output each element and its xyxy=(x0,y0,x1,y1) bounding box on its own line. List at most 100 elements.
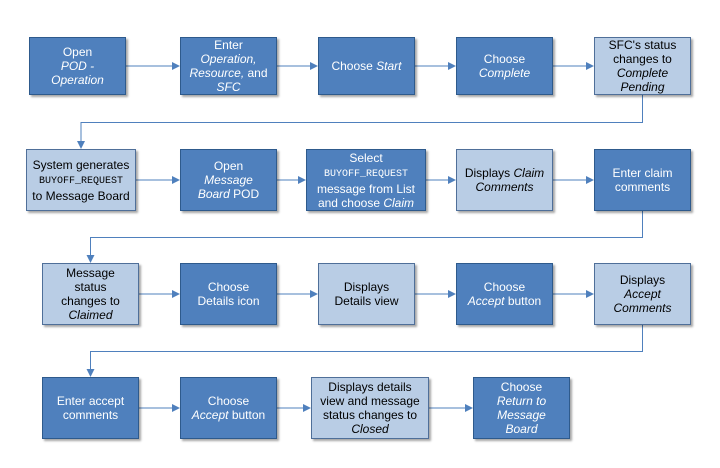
step-text-fragment: Board xyxy=(197,187,230,201)
step-text-fragment: view and message xyxy=(320,394,420,408)
step-text-fragment: Message xyxy=(497,408,546,422)
step-text-fragment: POD xyxy=(229,187,260,201)
step-text-fragment: Closed xyxy=(351,422,389,436)
step-text-fragment: Board xyxy=(505,422,538,436)
step-text-fragment: Start xyxy=(376,59,402,73)
step-choose-start: Choose Start xyxy=(318,37,415,95)
step-text-fragment: button xyxy=(228,408,266,422)
step-text-fragment: and choose xyxy=(317,195,384,210)
step-text-fragment: Displays details xyxy=(328,380,412,394)
step-text-fragment: Open xyxy=(62,45,93,59)
step-text-fragment: to Message Board xyxy=(32,188,130,203)
step-text-fragment: Choose xyxy=(483,280,526,294)
step-text-fragment: Return to xyxy=(496,394,547,408)
step-text-fragment: Message xyxy=(204,173,253,187)
step-text-fragment: Details icon xyxy=(197,294,260,308)
step-text-fragment: Accept xyxy=(467,294,505,308)
step-text-fragment: status xyxy=(74,280,107,294)
step-text-fragment: Resource, xyxy=(189,66,245,80)
step-text-fragment: Choose xyxy=(331,59,377,73)
step-text-fragment: Details view xyxy=(334,294,399,308)
step-text-fragment: and xyxy=(244,66,268,80)
step-text-fragment: Complete xyxy=(616,66,669,80)
step-text-fragment: changes to xyxy=(61,294,120,308)
step-text-fragment: BUYOFF_REQUEST xyxy=(38,175,123,187)
step-text-fragment: Complete xyxy=(478,66,531,80)
step-text-fragment: Operation, xyxy=(200,52,257,66)
step-text-fragment: Claim xyxy=(383,195,415,210)
step-text-fragment: Choose xyxy=(207,394,250,408)
step-text-fragment: changes to xyxy=(613,52,672,66)
step-text-fragment: Choose xyxy=(483,52,526,66)
step-text-fragment: comments xyxy=(614,180,671,194)
step-text-fragment: comments xyxy=(62,408,119,422)
step-text-fragment: SFC xyxy=(216,80,241,94)
step-text-fragment: Enter accept xyxy=(56,394,125,408)
step-text-fragment: Choose xyxy=(207,280,250,294)
step-text-fragment: POD - Operation xyxy=(51,59,104,87)
step-text-fragment: Accept xyxy=(191,408,229,422)
step-text-fragment: Enter xyxy=(214,38,243,52)
step-text-fragment: message from List xyxy=(316,181,416,196)
step-text-fragment: Enter claim xyxy=(612,166,673,180)
step-text-fragment: Claim xyxy=(513,166,545,180)
step-text-fragment: BUYOFF_REQUEST xyxy=(323,168,408,180)
connector-arrow xyxy=(77,95,643,149)
step-text-fragment: SFC's status xyxy=(608,38,677,52)
step-text-fragment: button xyxy=(504,294,542,308)
step-text-fragment: Comments xyxy=(613,301,672,315)
step-text-fragment: Open xyxy=(213,159,244,173)
step-text-fragment: Select xyxy=(349,150,383,165)
step-text-fragment: Choose xyxy=(500,380,543,394)
step-text-fragment: Message xyxy=(66,266,115,280)
step-text-fragment: Comments xyxy=(475,180,534,194)
connector-arrow xyxy=(86,325,643,377)
step-text-fragment: Displays xyxy=(619,273,666,287)
step-text-fragment: System generates xyxy=(32,157,130,172)
step-text-fragment: Displays xyxy=(343,280,390,294)
step-text-fragment: Accept xyxy=(624,287,661,301)
step-label: Choose Start xyxy=(331,59,401,73)
step-text-fragment: Pending xyxy=(620,80,665,94)
step-text-fragment: status changes to xyxy=(322,408,418,422)
connector-arrow xyxy=(86,211,643,263)
step-text-fragment: Displays xyxy=(464,166,514,180)
